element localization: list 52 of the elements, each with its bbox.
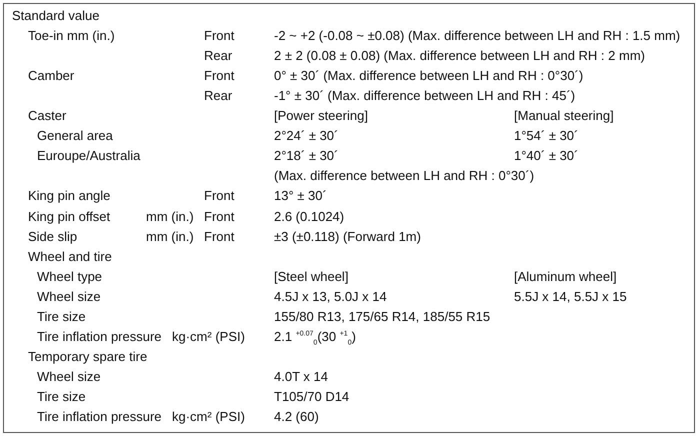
spec-value: 2°24´ ± 30´ [274, 128, 338, 144]
spec-value: 13° ± 30´ [274, 188, 327, 204]
position-label: Front [204, 188, 234, 204]
spec-value: 2.1 $^{+0.07}$$_{0}$(30 $^{+1}$$_{0}$) [274, 328, 356, 345]
spec-label: King pin offset [28, 208, 110, 224]
spec-label: Wheel and tire [28, 248, 112, 265]
unit-label: kg·cm² (PSI) [172, 409, 245, 425]
spec-value: 2 ± 2 (0.08 ± 0.08) (Max. difference between LH and RH : 2 mm) [274, 48, 645, 64]
spec-value: [Power steering] [274, 108, 368, 124]
position-label: Front [204, 208, 234, 224]
spec-label: Caster [28, 108, 66, 124]
spec-value: [Steel wheel] [274, 268, 348, 285]
spec-value: 1°40´ ± 30´ [514, 148, 578, 164]
position-label: Front [204, 228, 234, 245]
position-label: Rear [204, 48, 232, 64]
spec-value: [Aluminum wheel] [514, 268, 617, 285]
spec-value: 0° ± 30´ (Max. difference between LH and RH : 0°30´) [274, 68, 584, 84]
spec-label: Side slip [28, 228, 78, 245]
spec-label: Tire inflation pressure [37, 409, 162, 425]
spec-label: Wheel size [37, 368, 101, 385]
spec-value: 4.0T x 14 [274, 368, 328, 385]
spec-label: Wheel type [37, 268, 102, 285]
spec-label: King pin angle [28, 188, 110, 204]
spec-label: Standard value [12, 8, 100, 24]
spec-value: 5.5J x 14, 5.5J x 15 [514, 288, 627, 305]
spec-label: Toe-in mm (in.) [28, 28, 115, 44]
spec-value: -2 ~ +2 (-0.08 ~ ±0.08) (Max. difference between LH and RH : 1.5 mm) [274, 28, 680, 44]
spec-value: 4.5J x 13, 5.0J x 14 [274, 288, 387, 305]
spec-label: Tire size [37, 308, 86, 325]
spec-value: [Manual steering] [514, 108, 614, 124]
spec-label: General area [37, 128, 113, 144]
spec-label: Camber [28, 68, 74, 84]
unit-label: mm (in.) [146, 208, 194, 224]
spec-label: Temporary spare tire [28, 348, 148, 365]
position-label: Rear [204, 88, 232, 104]
spec-label: Tire size [37, 388, 86, 405]
position-label: Front [204, 68, 234, 84]
spec-value: T105/70 D14 [274, 388, 350, 405]
spec-value: 2.6 (0.1024) [274, 208, 344, 224]
spec-value: 1°54´ ± 30´ [514, 128, 578, 144]
unit-label: mm (in.) [146, 228, 194, 245]
spec-label: Tire inflation pressure [37, 328, 162, 345]
spec-label: Euroupe/Australia [37, 148, 140, 164]
spec-value: ±3 (±0.118) (Forward 1m) [274, 228, 421, 245]
spec-value: (Max. difference between LH and RH : 0°30´) [274, 168, 534, 184]
spec-label: Wheel size [37, 288, 101, 305]
unit-label: kg·cm² (PSI) [172, 328, 245, 345]
spec-value: 2°18´ ± 30´ [274, 148, 338, 164]
spec-value: 4.2 (60) [274, 409, 319, 425]
spec-value: 155/80 R13, 175/65 R14, 185/55 R15 [274, 308, 490, 325]
spec-value: -1° ± 30´ (Max. difference between LH and RH : 45´) [274, 88, 576, 104]
position-label: Front [204, 28, 234, 44]
